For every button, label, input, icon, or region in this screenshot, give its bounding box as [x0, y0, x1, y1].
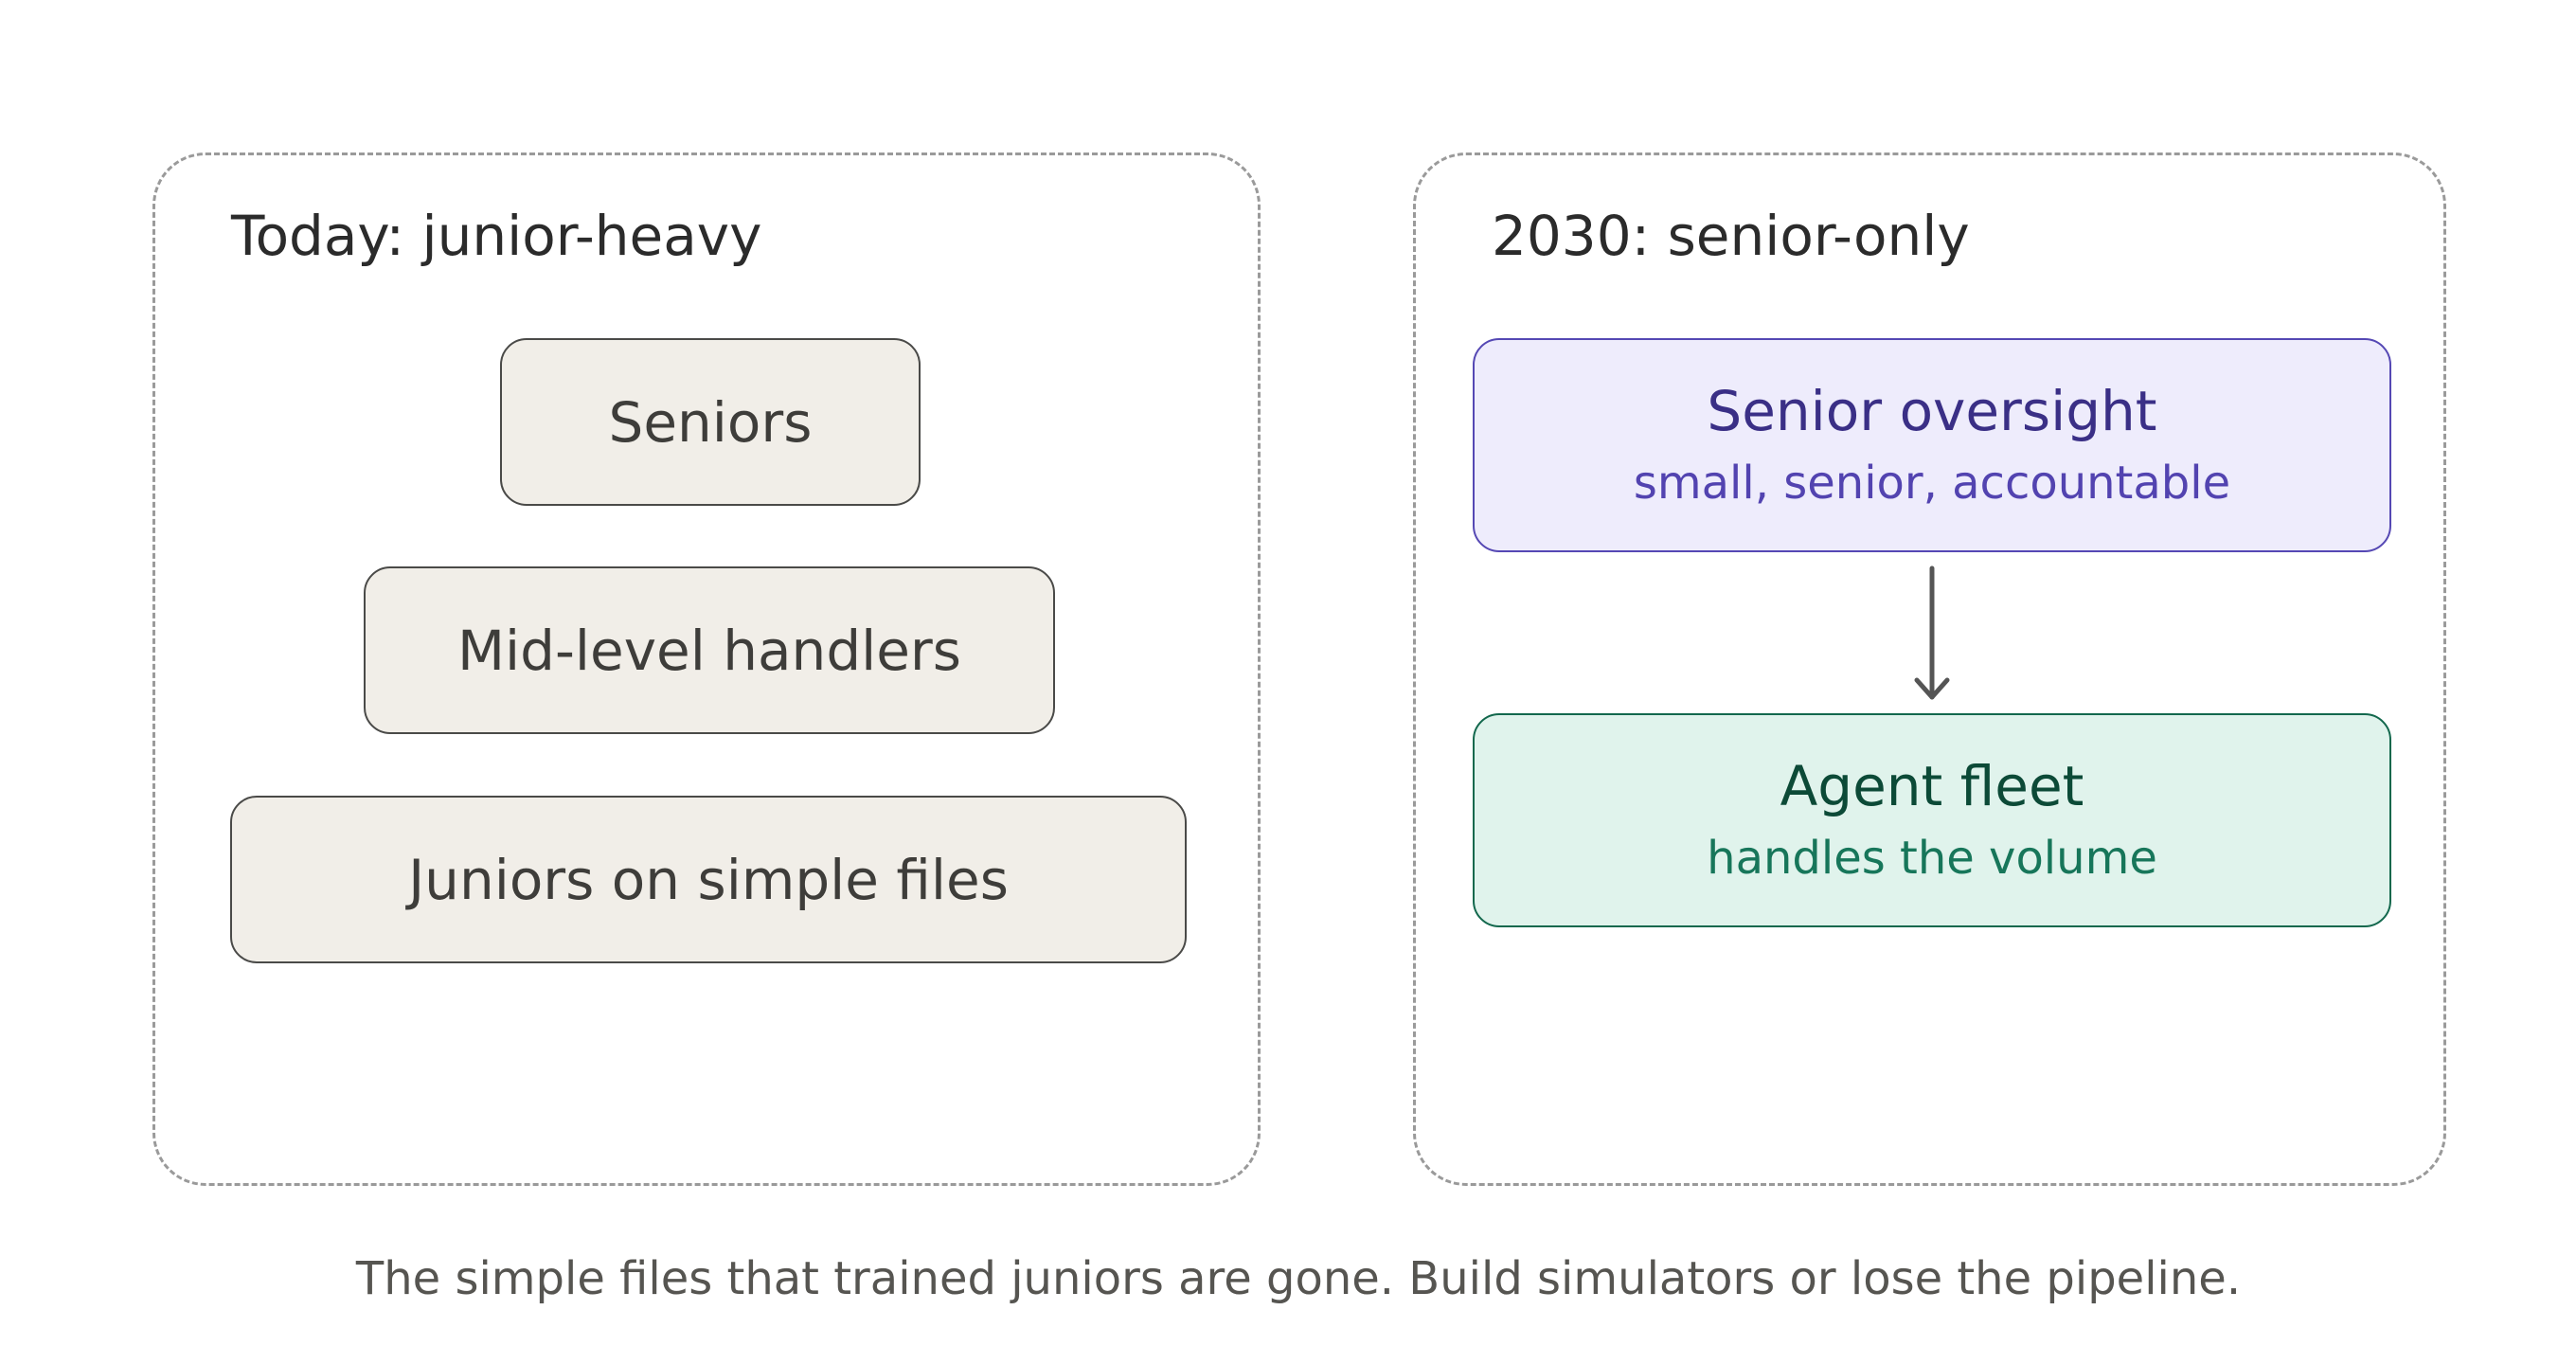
agent-fleet-box: Agent fleet handles the volume	[1473, 713, 2391, 927]
agent-fleet-subtitle: handles the volume	[1707, 832, 2157, 885]
senior-oversight-subtitle: small, senior, accountable	[1633, 457, 2231, 510]
caption: The simple files that trained juniors ar…	[355, 1252, 2242, 1305]
senior-oversight-title: Senior oversight	[1707, 379, 2157, 444]
juniors-tier: Juniors on simple files	[230, 796, 1187, 963]
senior-oversight-box: Senior oversight small, senior, accounta…	[1473, 338, 2391, 552]
today-panel: Today: junior-heavy Seniors Mid-level ha…	[152, 153, 1261, 1186]
down-arrow-icon	[1914, 565, 1950, 700]
today-panel-title: Today: junior-heavy	[231, 204, 762, 268]
seniors-tier: Seniors	[500, 338, 921, 506]
mid-level-tier: Mid-level handlers	[364, 566, 1055, 734]
future-panel-title: 2030: senior-only	[1492, 204, 1970, 268]
agent-fleet-title: Agent fleet	[1780, 754, 2084, 819]
future-panel: 2030: senior-only Senior oversight small…	[1413, 153, 2446, 1186]
